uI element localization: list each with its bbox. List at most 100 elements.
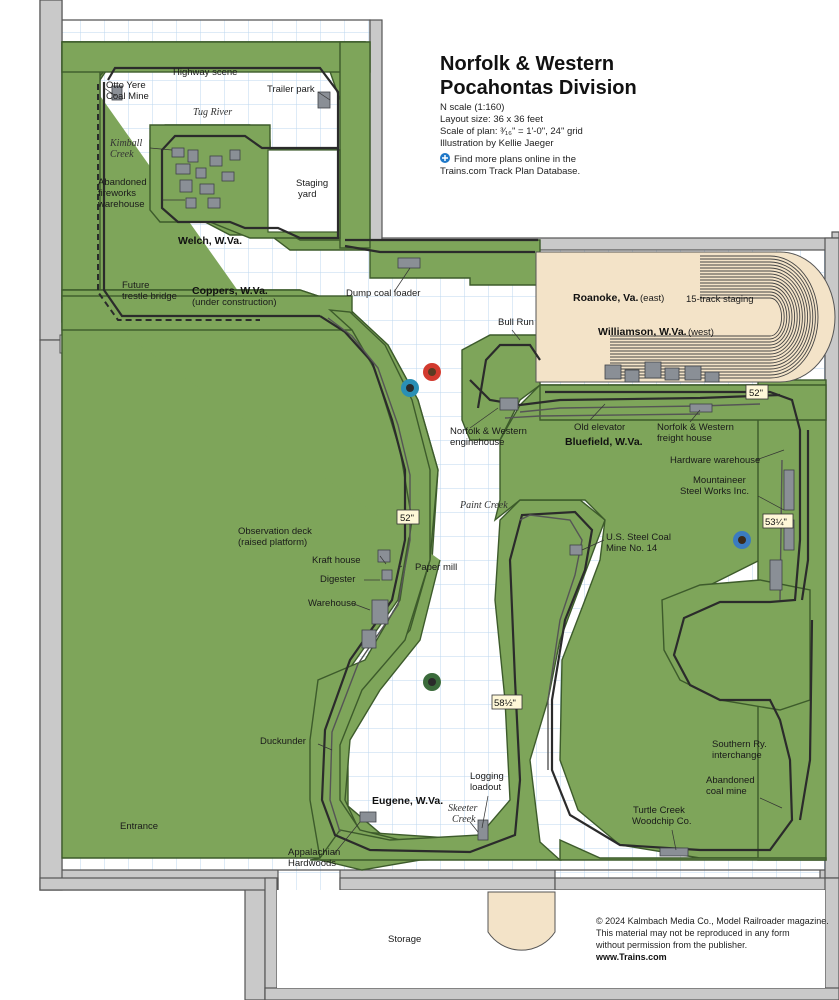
staging-track	[610, 291, 788, 343]
label-freight-house-2: freight house	[657, 433, 712, 444]
label-southern-2: interchange	[712, 750, 762, 761]
grade-label: 52"	[400, 513, 414, 524]
label-warehouse: Warehouse	[308, 598, 356, 609]
copyright-line2: This material may not be reproduced in a…	[596, 928, 790, 938]
label-storage: Storage	[388, 934, 421, 945]
person-figure	[423, 363, 441, 381]
trailer-park	[317, 91, 331, 109]
copyright-line3: without permission from the publisher.	[595, 940, 747, 950]
label-otto-yere-1: Otto Yere	[106, 80, 146, 91]
label-turtle-creek-2: Woodchip Co.	[632, 816, 692, 827]
us-steel-coal-mine	[569, 544, 583, 556]
town-welch: Welch, W.Va.	[178, 235, 242, 247]
grade-marker: 52"	[396, 509, 420, 525]
grade-label: 53¼"	[765, 517, 787, 528]
label-trestle-1: Future	[122, 280, 149, 291]
label-staging-yard-1: Staging	[296, 178, 328, 189]
entrance-door-swing	[487, 891, 556, 951]
label-staging-yard-2: yard	[298, 189, 316, 200]
leader-lines	[103, 87, 785, 855]
label-enginehouse-2: enginehouse	[450, 437, 504, 448]
label-paint-creek: Paint Creek	[459, 500, 508, 511]
plus-icon	[440, 153, 450, 163]
bluefield-buildings	[499, 361, 720, 413]
label-appalachian-1: Appalachian	[288, 847, 340, 858]
label-digester: Digester	[320, 574, 355, 585]
welch-town-buildings	[171, 147, 241, 209]
label-observation-deck-1: Observation deck	[238, 526, 312, 537]
label-abandoned-mine-1: Abandoned	[706, 775, 755, 786]
town-coppers: Coppers, W.Va.	[192, 285, 268, 297]
label-entrance: Entrance	[120, 821, 158, 832]
label-paper-mill: Paper mill	[415, 562, 457, 573]
label-old-elevator: Old elevator	[574, 422, 625, 433]
copyright-line1: © 2024 Kalmbach Media Co., Model Railroa…	[596, 916, 829, 926]
staging-track	[610, 294, 785, 340]
staging-track	[610, 273, 803, 361]
steel-works-buildings	[769, 469, 795, 591]
grade-marker: 58½"	[491, 694, 523, 710]
label-appalachian-2: Hardwoods	[288, 858, 336, 869]
more-plans-link[interactable]: Find more plans online in the	[454, 154, 576, 165]
town-williamson: Williamson, W.Va.	[598, 326, 687, 338]
staging-track	[610, 285, 793, 349]
label-fireworks-1: Abandoned	[98, 177, 147, 188]
size-info: Layout size: 36 x 36 feet	[440, 114, 543, 125]
label-us-steel-2: Mine No. 14	[606, 543, 657, 554]
label-duckunder: Duckunder	[260, 736, 306, 747]
fifteen-track-staging	[535, 251, 836, 383]
town-coppers-note: (under construction)	[192, 297, 276, 308]
map-title-line2: Pocahontas Division	[440, 77, 637, 99]
more-plans-link-line2[interactable]: Trains.com Track Plan Database.	[440, 166, 580, 177]
label-otto-yere-2: Coal Mine	[106, 91, 149, 102]
label-trailer-park: Trailer park	[267, 84, 315, 95]
label-dump-coal-loader: Dump coal loader	[346, 288, 420, 299]
label-15-track-staging: 15-track staging	[686, 294, 754, 305]
person-figure	[423, 673, 441, 691]
staging-track	[610, 288, 790, 346]
appalachian-hardwoods	[359, 811, 377, 823]
label-hardware-warehouse: Hardware warehouse	[670, 455, 760, 466]
illustration-credit: Illustration by Kellie Jaeger	[440, 138, 554, 149]
staging-track	[610, 258, 816, 376]
grade-label: 52"	[749, 388, 763, 399]
person-figure	[733, 531, 751, 549]
people-figures	[401, 363, 751, 691]
label-logging-2: loadout	[470, 782, 502, 793]
label-enginehouse-1: Norfolk & Western	[450, 426, 527, 437]
label-kraft-house: Kraft house	[312, 555, 361, 566]
track-lines	[97, 66, 814, 854]
staging-track	[610, 276, 801, 358]
staging-track	[610, 270, 806, 364]
scale-info: N scale (1:160)	[440, 102, 504, 113]
town-roanoke-note: (east)	[640, 293, 664, 304]
label-abandoned-mine-2: coal mine	[706, 786, 747, 797]
grade-marker: 52"	[745, 384, 769, 400]
dump-coal-loader	[397, 257, 421, 269]
staging-track	[610, 261, 814, 373]
map-title-line1: Norfolk & Western	[440, 53, 614, 75]
staging-track	[610, 297, 783, 337]
label-southern-1: Southern Ry.	[712, 739, 767, 750]
label-tug-river: Tug River	[193, 107, 232, 118]
label-fireworks-2: fireworks	[98, 188, 136, 199]
label-steel-works-2: Steel Works Inc.	[680, 486, 749, 497]
staging-track	[610, 255, 819, 379]
label-highway-scene: Highway scene	[173, 67, 237, 78]
staging-track	[610, 264, 811, 370]
label-skeeter-2: Creek	[452, 814, 476, 825]
person-figure	[401, 379, 419, 397]
label-trestle-2: trestle bridge	[122, 291, 177, 302]
label-bull-run: Bull Run	[498, 317, 534, 328]
copyright-website[interactable]: www.Trains.com	[595, 952, 667, 962]
staging-track	[610, 267, 808, 367]
label-skeeter-1: Skeeter	[448, 803, 478, 814]
logging-loadout	[477, 819, 489, 841]
label-turtle-creek-1: Turtle Creek	[633, 805, 685, 816]
label-us-steel-1: U.S. Steel Coal	[606, 532, 671, 543]
grade-label: 58½"	[494, 698, 516, 709]
town-eugene: Eugene, W.Va.	[372, 795, 443, 807]
turtle-creek-woodchip	[659, 847, 689, 857]
label-kimball-1: Kimball	[109, 138, 142, 149]
